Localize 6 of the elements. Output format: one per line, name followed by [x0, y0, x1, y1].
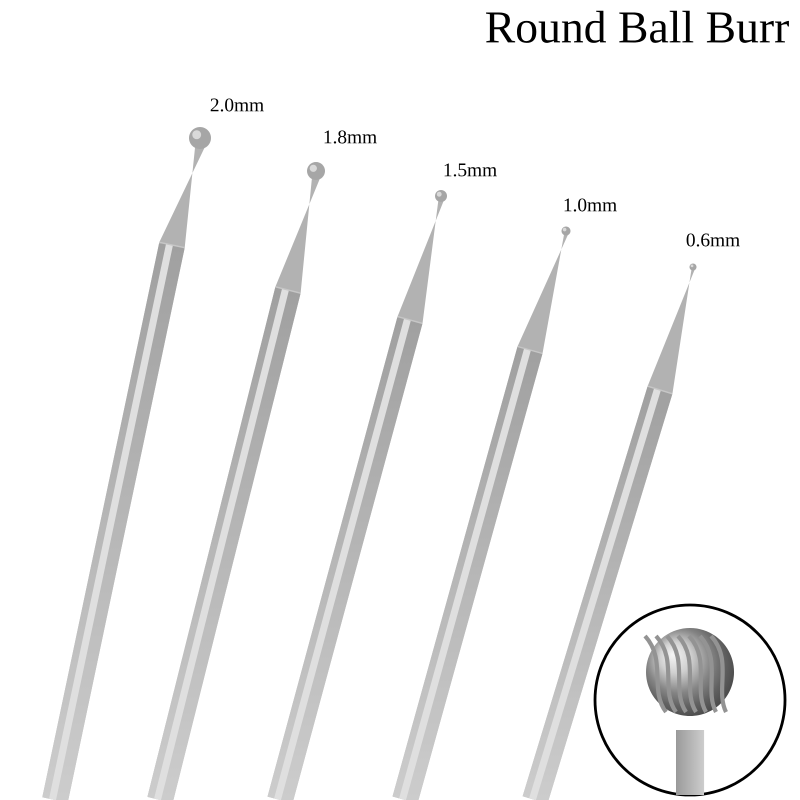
size-label: 1.8mm — [324, 130, 377, 144]
size-label: 1.5mm — [444, 163, 497, 177]
size-label: 2.0mm — [210, 98, 264, 112]
size-label: 1.0mm — [564, 198, 617, 212]
title: Round Ball Burr — [486, 10, 789, 43]
size-label: 0.6mm — [686, 233, 740, 247]
